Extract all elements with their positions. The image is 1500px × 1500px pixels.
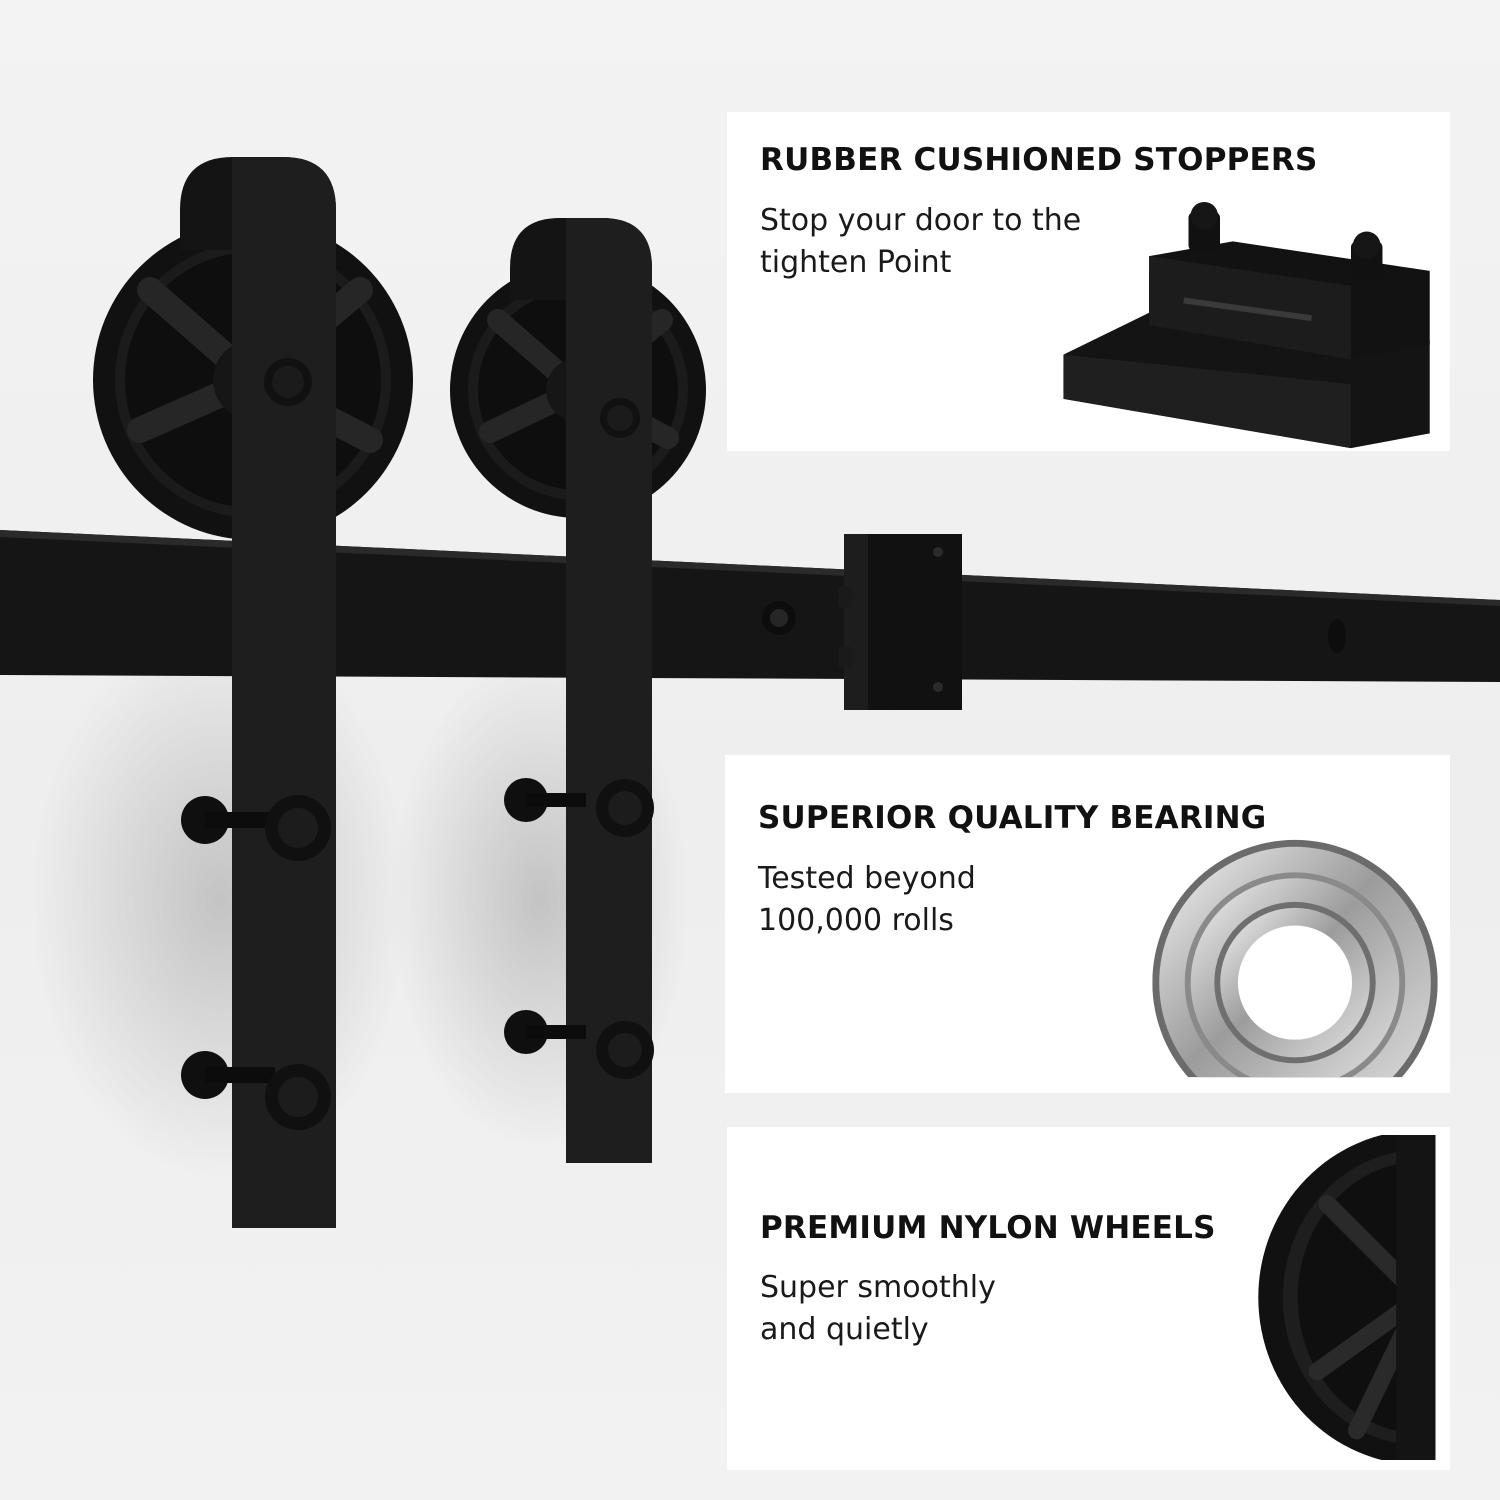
door-bolt: [504, 778, 654, 837]
door-bolt: [181, 1051, 331, 1130]
bearing-icon: [1152, 839, 1438, 1078]
rail-bolt: [1328, 619, 1346, 653]
feature-description: Stop your door to the tighten Point: [760, 203, 1082, 280]
feature-description: Super smoothly and quietly: [760, 1270, 996, 1347]
feature-title: RUBBER CUSHIONED STOPPERS: [760, 142, 1318, 178]
feature-panel-stoppers: RUBBER CUSHIONED STOPPERS Stop your door…: [727, 112, 1450, 451]
rail-bolt: [762, 601, 796, 635]
rail-stopper: [838, 534, 962, 710]
hanger-strap: [180, 157, 336, 1228]
feature-title: PREMIUM NYLON WHEELS: [760, 1210, 1216, 1246]
track-rail: [0, 530, 1500, 682]
feature-panel-nylon-wheels: PREMIUM NYLON WHEELS Super smoothly and …: [727, 1127, 1450, 1470]
feature-description: Tested beyond 100,000 rolls: [758, 861, 976, 938]
hanger-strap: [510, 218, 652, 1163]
door-bolt: [181, 795, 331, 861]
door-bolt: [504, 1010, 654, 1079]
nylon-wheel-icon: [1258, 1135, 1436, 1460]
feature-title: SUPERIOR QUALITY BEARING: [758, 800, 1267, 836]
stopper-icon: [1063, 202, 1430, 449]
feature-panel-bearing: SUPERIOR QUALITY BEARING Tested beyond 1…: [725, 755, 1450, 1093]
